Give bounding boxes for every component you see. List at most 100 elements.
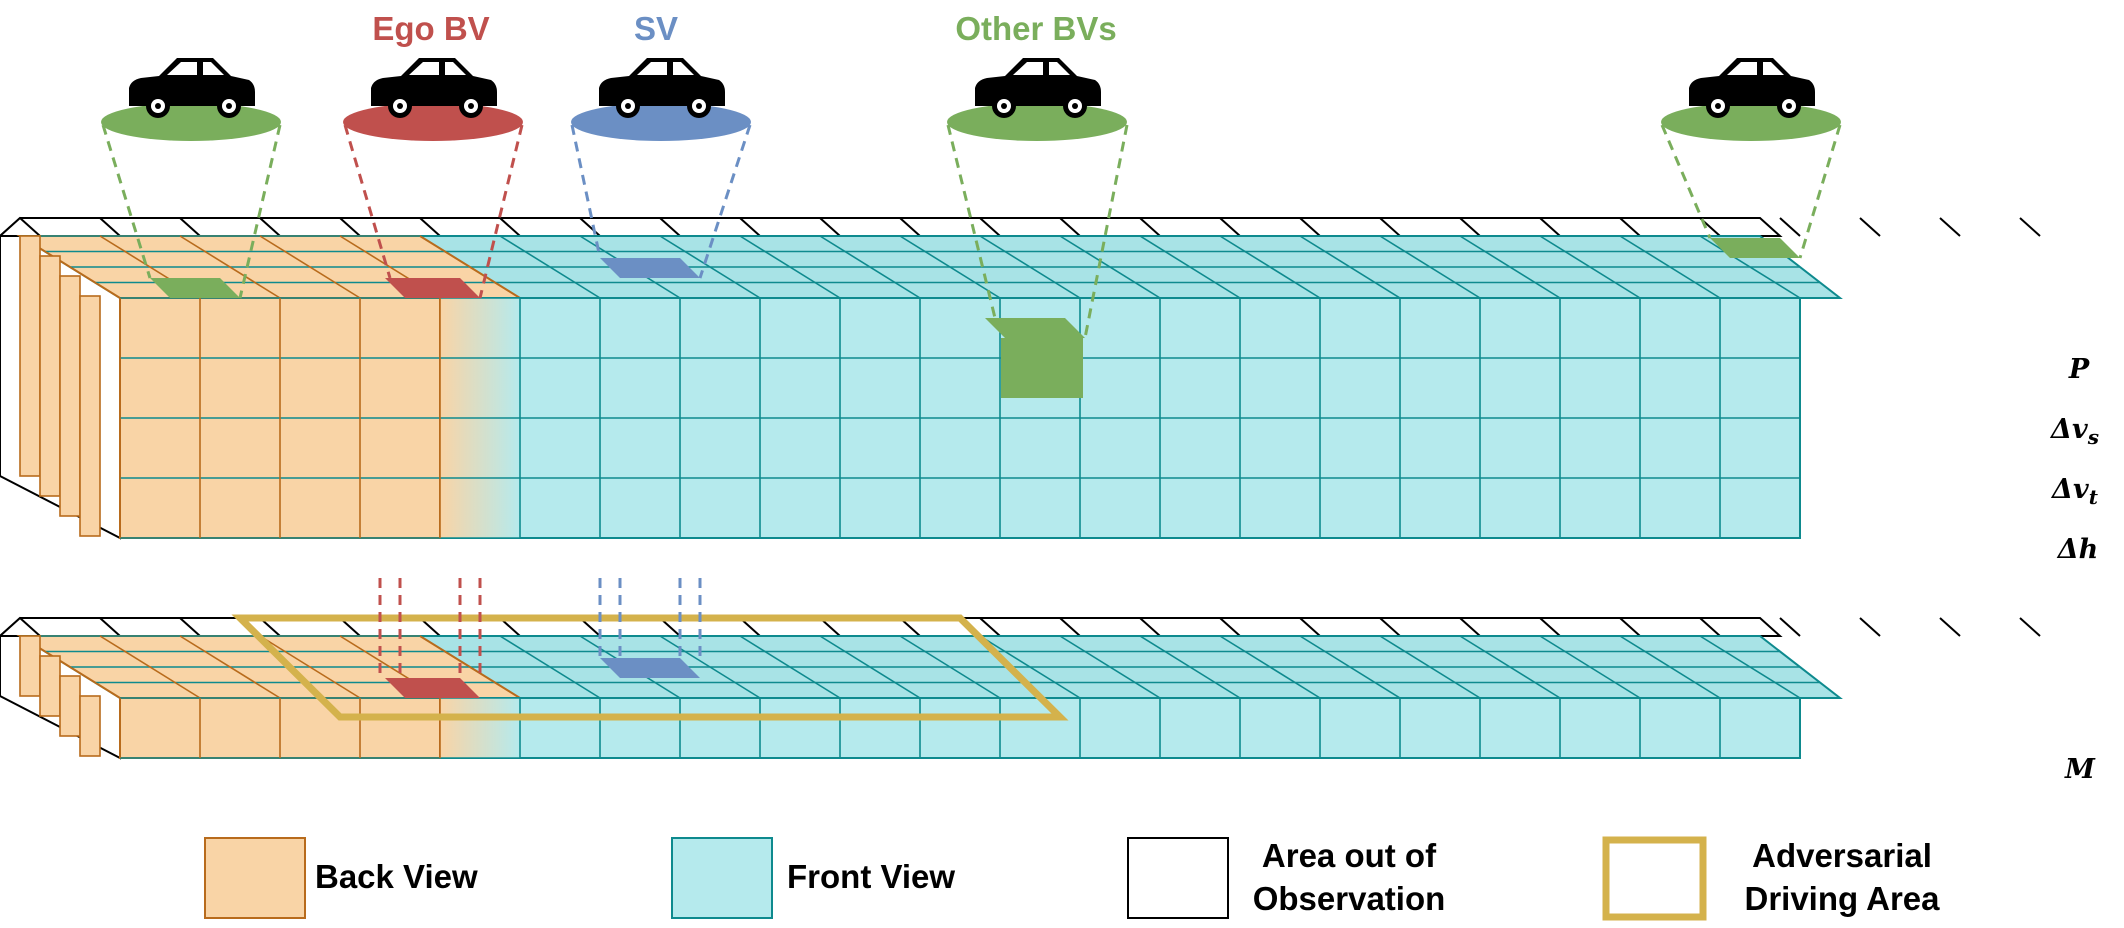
back-view-side <box>19 635 101 757</box>
projection-lines <box>101 124 1842 678</box>
top-grid-col <box>1619 635 1721 699</box>
top-grid-col <box>739 635 841 699</box>
top-grid-col <box>819 635 921 699</box>
back-view-side-layer <box>19 635 41 697</box>
row-label-delta-vs: Δvs <box>2049 414 2099 449</box>
other-bv-cell-3-top <box>985 318 1085 338</box>
out-of-observation-tick <box>1939 217 1961 237</box>
out-of-observation-tick <box>179 217 201 237</box>
top-grid-col <box>1699 235 1801 299</box>
legend-swatch-front-view <box>671 837 773 919</box>
top-grid-col <box>739 235 841 299</box>
dash-sv-left <box>570 124 602 259</box>
out-of-observation-tick <box>259 217 281 237</box>
top-grid-col <box>899 235 1001 299</box>
top-grid-col <box>1379 235 1481 299</box>
front-face <box>119 297 1801 539</box>
top-surface <box>16 635 1843 699</box>
top-grid-col <box>1619 235 1721 299</box>
back-view-side-layer <box>79 295 101 537</box>
out-of-observation-tick <box>1219 617 1241 637</box>
out-of-observation-tick <box>1859 217 1881 237</box>
top-grid-col <box>1299 235 1401 299</box>
out-of-observation-tick <box>1619 217 1641 237</box>
back-view-side-layer <box>79 695 101 757</box>
top-grid-col <box>419 635 521 699</box>
car-base-ellipse <box>1661 103 1841 141</box>
front-face <box>119 697 1801 759</box>
dash-other-1-right <box>238 124 282 299</box>
out-of-observation-tick <box>1139 217 1161 237</box>
legend-label-back-view: Back View <box>315 858 478 895</box>
fade-column <box>440 698 520 758</box>
out-of-observation-tick <box>19 217 41 237</box>
out-of-observation-tick <box>1139 617 1161 637</box>
legend-swatch-back-view <box>204 837 306 919</box>
out-of-observation-tick <box>1219 217 1241 237</box>
legend: Back View Front View Area out of Observa… <box>204 836 1940 921</box>
out-of-observation-tick <box>19 617 41 637</box>
row-label-delta-h: Δh <box>2056 534 2099 565</box>
legend-label-adversarial-2: Driving Area <box>1744 880 1940 917</box>
car-base-ellipse <box>343 103 523 141</box>
out-of-observation-tick <box>1859 617 1881 637</box>
top-grid-col <box>1379 635 1481 699</box>
top-grid-col <box>1539 635 1641 699</box>
out-of-observation-tick <box>1299 617 1321 637</box>
top-grid-col <box>419 235 521 299</box>
out-of-observation-tick <box>1459 617 1481 637</box>
out-of-observation-tick <box>1059 617 1081 637</box>
dash-other-2-right <box>1798 124 1842 259</box>
top-grid-col <box>1219 635 1321 699</box>
back-view-side-layer <box>39 255 61 497</box>
car-base-ellipse <box>101 103 281 141</box>
back-view-side <box>19 235 101 537</box>
out-of-observation-tick <box>179 617 201 637</box>
top-grid-col <box>1299 635 1401 699</box>
out-of-observation-tick <box>739 217 761 237</box>
top-grid-col <box>179 235 281 299</box>
out-of-observation-top <box>0 217 1783 237</box>
top-grid-col <box>819 235 921 299</box>
out-of-observation-tick <box>1779 217 1801 237</box>
row-label-m: M <box>2064 754 2096 785</box>
out-of-observation-tick <box>1379 217 1401 237</box>
out-of-observation-tick <box>339 217 361 237</box>
other-bv-cell-1 <box>150 278 240 298</box>
out-of-observation-tick <box>659 217 681 237</box>
sv-label: SV <box>634 10 678 47</box>
car-sv <box>571 58 751 141</box>
out-of-observation-tick <box>1539 617 1561 637</box>
dash-other-1-left <box>101 124 152 279</box>
dash-ego-left <box>343 124 392 279</box>
out-of-observation-tick <box>2019 217 2041 237</box>
out-of-observation-tick <box>499 217 521 237</box>
top-grid-col <box>1059 235 1161 299</box>
out-of-observation-tick <box>1939 617 1961 637</box>
top-state-tensor <box>0 216 2041 540</box>
out-of-observation-tick <box>1299 217 1321 237</box>
other-bvs-label: Other BVs <box>955 10 1116 47</box>
other-bv-cell-2 <box>1710 238 1800 258</box>
top-grid-col <box>499 235 601 299</box>
top-grid-col <box>659 235 761 299</box>
legend-swatch-adversarial-area <box>1602 836 1707 921</box>
back-view-side-layer <box>59 275 81 517</box>
top-grid-col <box>1539 235 1641 299</box>
out-of-observation-tick <box>1699 617 1721 637</box>
legend-label-front-view: Front View <box>787 858 955 895</box>
vehicle-icons <box>101 58 1841 141</box>
adversarial-driving-area <box>231 614 1069 721</box>
back-view-side-layer <box>39 655 61 717</box>
top-grid-col <box>979 235 1081 299</box>
out-of-observation-tick <box>1459 217 1481 237</box>
out-of-observation-tick <box>1059 217 1081 237</box>
car-other-bv-1 <box>101 58 281 141</box>
out-of-observation-tick <box>2019 617 2041 637</box>
car-other-bv-3 <box>1661 58 1841 141</box>
back-view-side-layer <box>59 675 81 737</box>
top-grid-col <box>899 635 1001 699</box>
top-grid-col <box>259 635 361 699</box>
top-grid-col <box>259 235 361 299</box>
